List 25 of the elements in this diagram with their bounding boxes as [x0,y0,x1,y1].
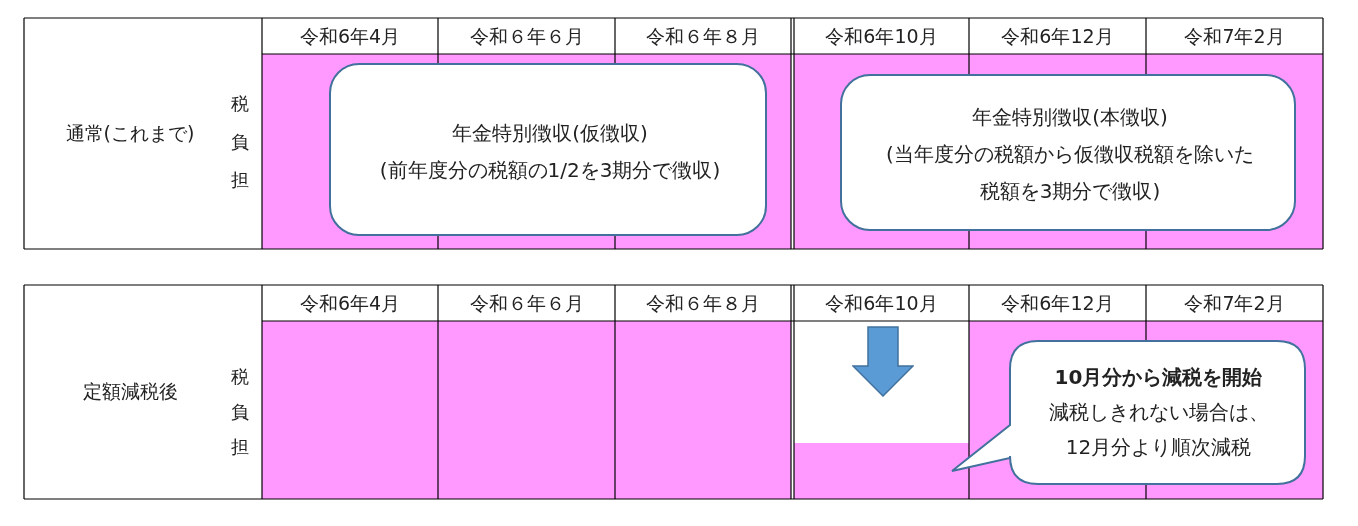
column-header: 令和6年12月 [1001,292,1114,314]
column-header: 令和６年６月 [469,25,584,47]
column-header: 令和６年８月 [646,25,760,47]
column-header: 令和６年６月 [469,292,584,314]
description-text: 減税しきれない場合は、12月分より順次減税 [1047,399,1270,461]
column-header: 令和7年2月 [1184,25,1285,47]
rounded-panel [329,63,767,236]
column-header: 令和６年８月 [646,292,760,314]
row-label: 通常(これまで) [65,122,195,144]
column-header: 令和7年2月 [1184,292,1285,314]
column-header: 令和6年4月 [299,25,401,47]
heading-text: 年金特別徴収(本徴収) [972,104,1168,131]
column-header: 令和6年10月 [825,25,938,47]
description-text: (当年度分の税額から仮徴収税額を除いた税額を3期分で徴収) [885,141,1255,205]
rounded-panel [840,74,1296,231]
row-label: 定額減税後 [82,380,178,402]
vertical-label: 税負担 [231,92,249,192]
vertical-label: 税負担 [231,365,249,459]
description-text: (前年度分の税額の1/2を3期分で徴収) [379,156,721,184]
column-header: 令和6年12月 [1001,25,1114,47]
column-header: 令和6年4月 [299,292,401,314]
heading-text: 年金特別徴収(仮徴収) [452,119,648,147]
column-header: 令和6年10月 [825,292,938,314]
heading-text: 10月分から減税を開始 [1054,364,1263,391]
speech-bubble [950,339,1307,486]
